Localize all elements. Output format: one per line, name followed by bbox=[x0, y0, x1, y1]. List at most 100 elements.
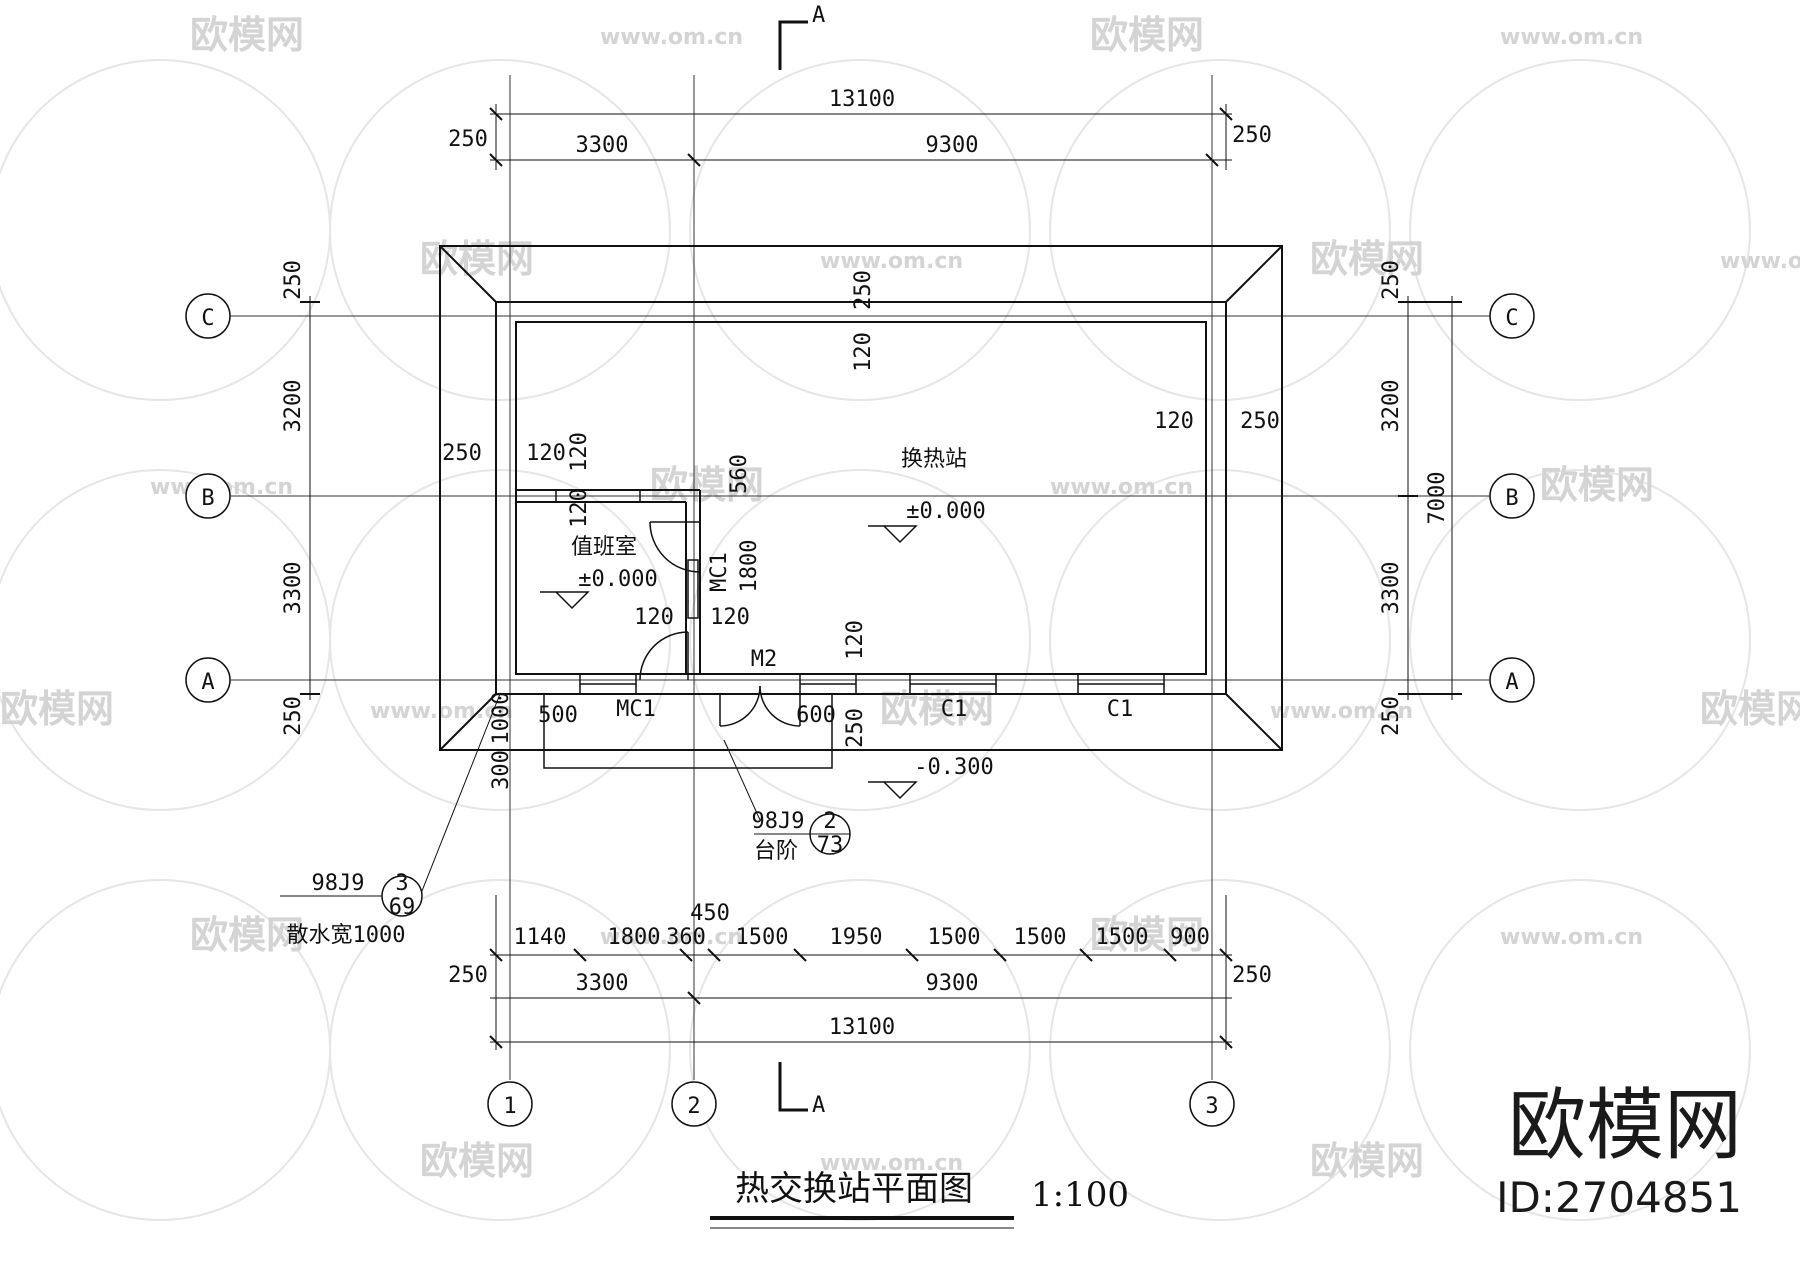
watermark-brand: 欧模网 bbox=[1090, 913, 1204, 957]
dim-wall-120-right: 120 bbox=[710, 605, 750, 630]
watermark-brand: 欧模网 bbox=[420, 237, 534, 281]
callout-apron: 98J9 3 69 散水宽1000 bbox=[280, 693, 501, 948]
side-dimension-labels: 250 3200 3300 250 250 3200 3300 250 7000 bbox=[281, 260, 1450, 736]
watermark-url: www.om.cn bbox=[820, 249, 963, 274]
axis-label-a-right: A bbox=[1505, 670, 1518, 695]
elevation-markers bbox=[540, 525, 918, 800]
callout-apron-page: 69 bbox=[389, 895, 416, 920]
window-label-c1: C1 bbox=[1107, 697, 1134, 722]
door-label-m2: M2 bbox=[751, 647, 778, 672]
dim-side-total: 7000 bbox=[1425, 472, 1450, 525]
dim-side-ba-right: 3300 bbox=[1379, 562, 1404, 615]
grid-bubbles bbox=[185, 293, 1535, 1127]
building-outline bbox=[439, 245, 1283, 751]
dim-bottom-extra: 450 bbox=[690, 901, 730, 926]
axis-label-2: 2 bbox=[687, 1094, 700, 1119]
dim-edge-top-left: 250 bbox=[448, 127, 488, 152]
dim-top-wall-250: 250 bbox=[851, 270, 876, 310]
watermark-brand: 欧模网 bbox=[1310, 237, 1424, 281]
watermark-brand: 欧模网 bbox=[190, 13, 304, 57]
dim-wall-120-left: 120 bbox=[634, 605, 674, 630]
dim-edge-top-right: 250 bbox=[1232, 123, 1272, 148]
top-dimension-labels: 13100 3300 9300 250 250 bbox=[448, 87, 1272, 158]
dim-edge-bottom-left: 250 bbox=[448, 963, 488, 988]
dim-side-ba-left: 3300 bbox=[281, 562, 306, 615]
watermark-brand: 欧模网 bbox=[420, 1139, 534, 1183]
dim-1800: 1800 bbox=[737, 540, 762, 593]
dim-600: 600 bbox=[796, 703, 836, 728]
dim-300: 300 bbox=[489, 750, 514, 790]
axis-label-b: B bbox=[201, 486, 214, 511]
dim-bottom-detail: 1500 bbox=[1096, 925, 1149, 950]
dim-bottom-detail: 1800 bbox=[608, 925, 661, 950]
watermark-brand: 欧模网 bbox=[0, 687, 114, 731]
dim-bottom-detail: 1140 bbox=[514, 925, 567, 950]
watermark-url: www.om.cn bbox=[1500, 25, 1643, 50]
watermark-brand: 欧模网 bbox=[1700, 687, 1800, 731]
dim-right-wall-250: 250 bbox=[1240, 409, 1280, 434]
callout-steps-note: 台阶 bbox=[754, 839, 798, 864]
drawing-title-block: 热交换站平面图 1:100 bbox=[710, 1169, 1129, 1229]
section-marks bbox=[778, 20, 808, 1112]
inner-dimension-labels: 250 120 120 250 250 120 120 120 560 1800… bbox=[442, 270, 1280, 790]
watermark-url: www.om.cn bbox=[1500, 925, 1643, 950]
room-name-duty-room: 值班室 bbox=[571, 535, 637, 560]
watermark-url: www.om.cn bbox=[600, 25, 743, 50]
dim-bottom-detail: 1500 bbox=[1014, 925, 1067, 950]
axis-label-a: A bbox=[201, 670, 214, 695]
dim-partition-120: 120 bbox=[567, 432, 592, 472]
dim-right-wall-120: 120 bbox=[1154, 409, 1194, 434]
dim-edge-bottom-right: 250 bbox=[1232, 963, 1272, 988]
opening-labels: MC1 MC1 M2 C1 C1 bbox=[616, 552, 1133, 722]
brand-stamp: 欧模网 ID:2704851 bbox=[1496, 1081, 1742, 1222]
watermark-texts: 欧模网 欧模网 欧模网 欧模网 欧模网 欧模网 欧模网 欧模网 欧模网 欧模网 … bbox=[0, 13, 1800, 1183]
room-elevation-duty-room: ±0.000 bbox=[578, 567, 657, 592]
dim-side-top-right: 250 bbox=[1379, 260, 1404, 300]
section-mark-top: A bbox=[812, 3, 825, 28]
axis-label-c: C bbox=[201, 306, 214, 331]
watermark-brand: 欧模网 bbox=[1310, 1139, 1424, 1183]
dim-left-wall-120: 120 bbox=[526, 441, 566, 466]
dim-bottom-detail: 1950 bbox=[830, 925, 883, 950]
window-label-c1: C1 bbox=[941, 697, 968, 722]
watermark-url: www.om.cn bbox=[600, 925, 743, 950]
door-label-mc1: MC1 bbox=[616, 697, 656, 722]
callout-apron-num: 3 bbox=[395, 871, 408, 896]
watermark-url: www.om.cn bbox=[820, 1151, 963, 1176]
watermark-brand: 欧模网 bbox=[1540, 463, 1654, 507]
dim-side-cb-left: 3200 bbox=[281, 380, 306, 433]
dim-500: 500 bbox=[538, 703, 578, 728]
watermark-brand: 欧模网 bbox=[1090, 13, 1204, 57]
section-mark-bottom: A bbox=[812, 1093, 825, 1118]
callout-steps-code: 98J9 bbox=[752, 809, 805, 834]
doors bbox=[639, 521, 801, 727]
drawing-scale: 1:100 bbox=[1031, 1175, 1129, 1215]
drawing-title: 热交换站平面图 bbox=[735, 1169, 973, 1209]
dim-side-bottom-left: 250 bbox=[281, 696, 306, 736]
top-dimensions bbox=[489, 104, 1233, 170]
watermark-url: www.om.cn bbox=[1270, 699, 1413, 724]
callout-steps-num: 2 bbox=[823, 809, 836, 834]
dim-total-top: 13100 bbox=[829, 87, 895, 112]
dim-side-top-left: 250 bbox=[281, 260, 306, 300]
axis-label-1: 1 bbox=[503, 1094, 516, 1119]
callout-steps: 98J9 2 73 台阶 bbox=[723, 739, 851, 864]
dim-partition-120b: 120 bbox=[567, 488, 592, 528]
dim-span2-top: 9300 bbox=[926, 133, 979, 158]
watermark-url: www.om.cn bbox=[1720, 249, 1800, 274]
dim-top-wall-120: 120 bbox=[851, 332, 876, 372]
dim-left-wall-250: 250 bbox=[442, 441, 482, 466]
dim-bottom-detail: 1500 bbox=[736, 925, 789, 950]
dim-side-cb-right: 3200 bbox=[1379, 380, 1404, 433]
steps bbox=[543, 694, 833, 769]
brand-logo-text: 欧模网 bbox=[1508, 1081, 1742, 1171]
side-dimensions bbox=[300, 296, 1462, 700]
callout-steps-page: 73 bbox=[817, 833, 844, 858]
dim-1000: 1000 bbox=[489, 692, 514, 745]
room-labels: 换热站 ±0.000 值班室 ±0.000 -0.300 bbox=[571, 447, 994, 780]
callout-apron-code: 98J9 bbox=[312, 871, 365, 896]
grid-bubble-labels: 1 2 3 C B A C B A bbox=[201, 306, 1518, 1119]
dim-bottom-detail: 360 bbox=[666, 925, 706, 950]
dim-total-bottom: 13100 bbox=[829, 1015, 895, 1040]
callout-apron-note: 散水宽1000 bbox=[287, 923, 406, 948]
